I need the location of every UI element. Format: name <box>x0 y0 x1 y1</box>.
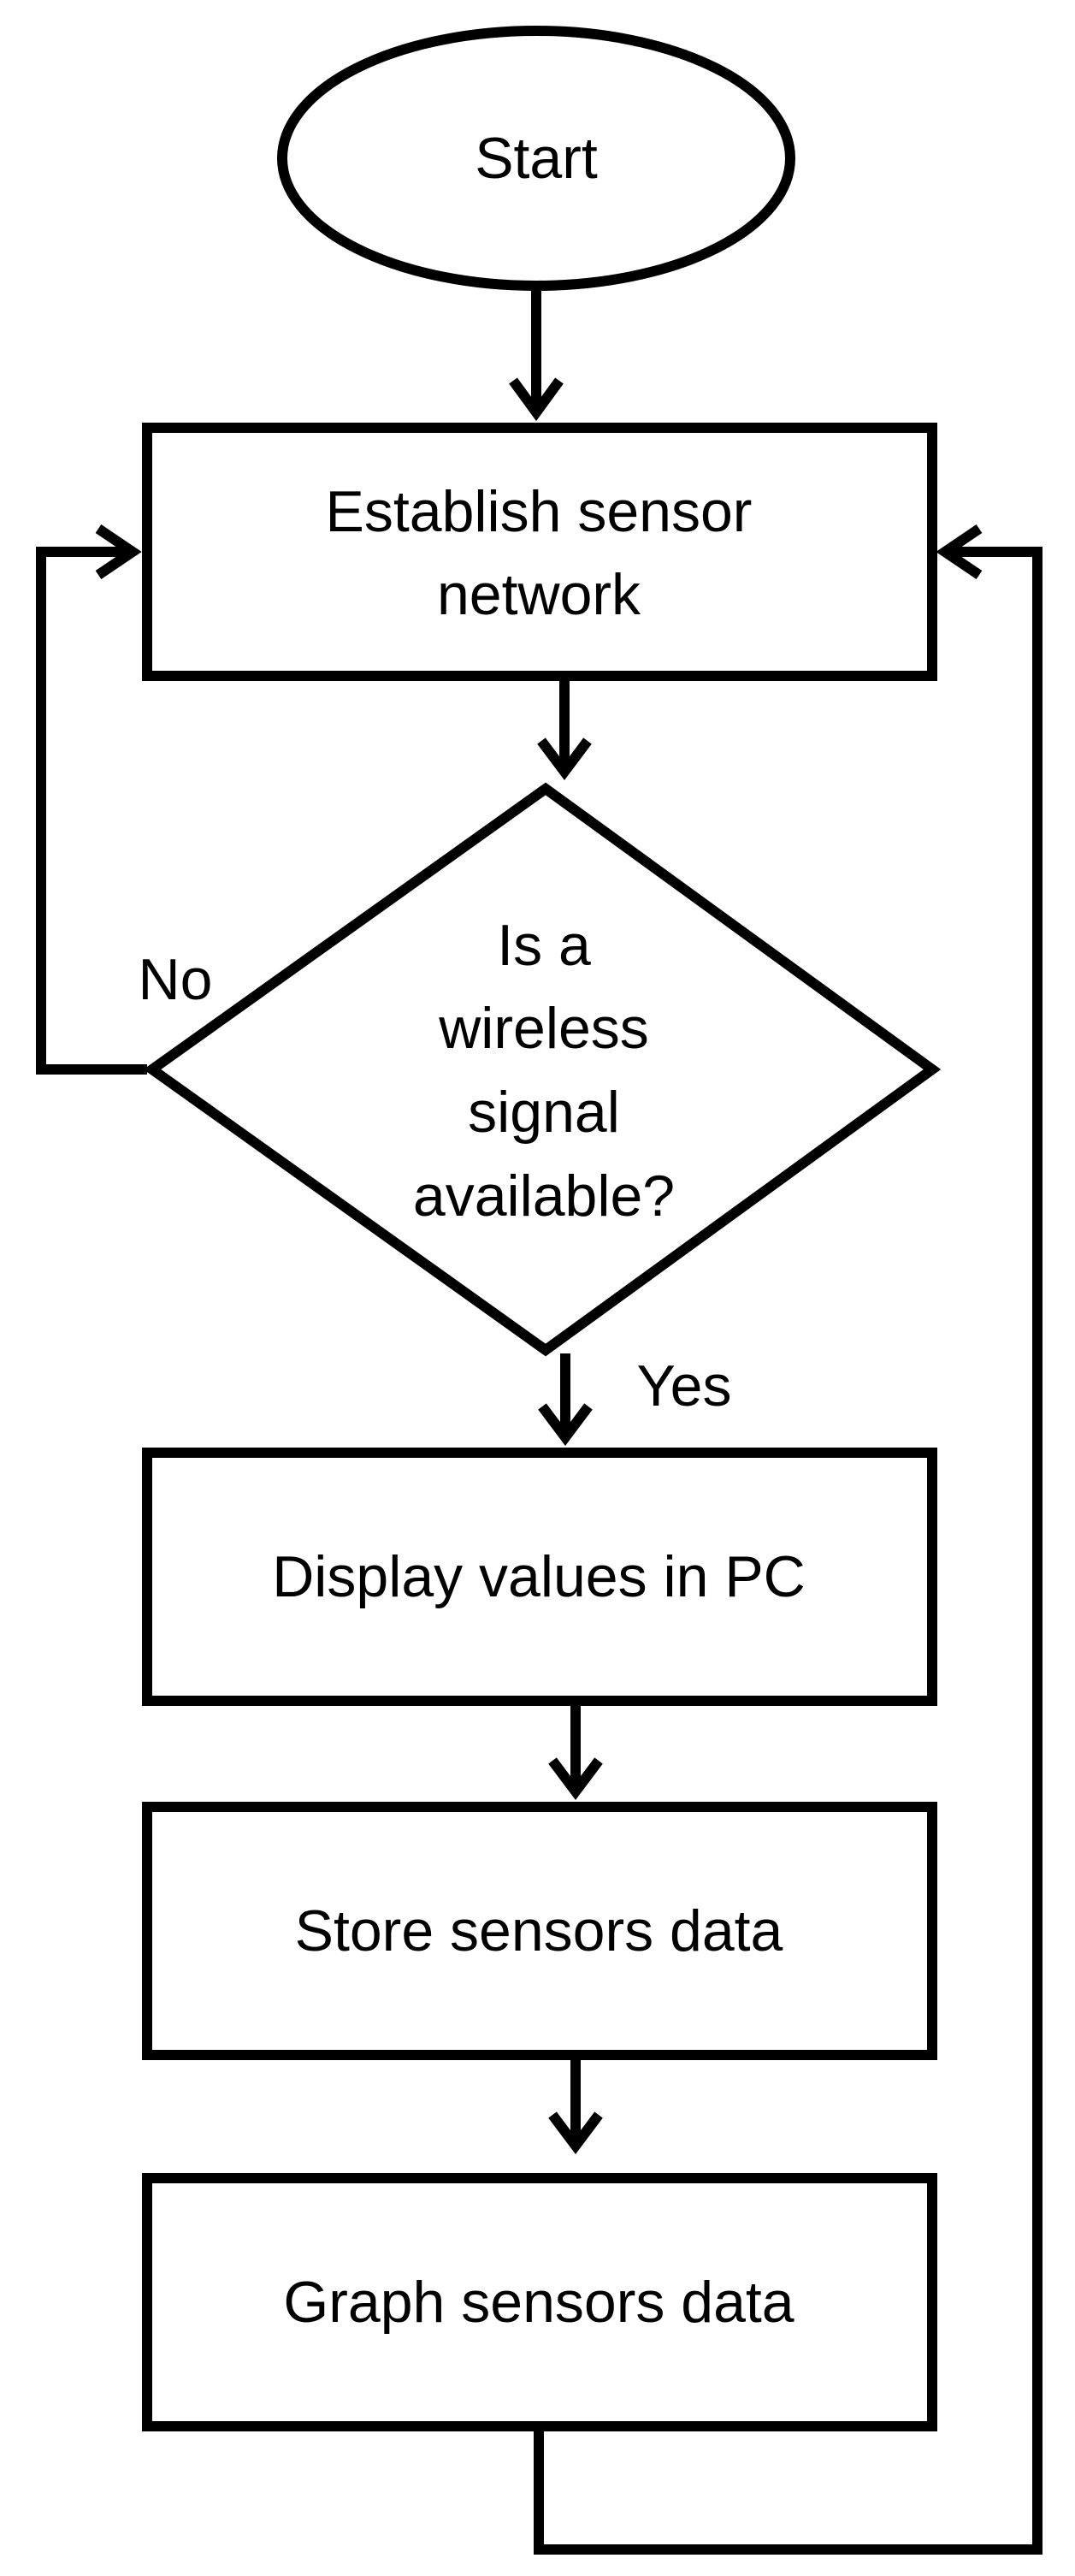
loop-back-arrow-head <box>936 524 983 579</box>
store-data-box <box>142 1802 937 2060</box>
establish-label-line1: Establish sensor <box>326 479 753 544</box>
no-branch-connector <box>36 547 147 1075</box>
display-values-label: Display values in PC <box>272 1544 806 1609</box>
store-data-label: Store sensors data <box>295 1898 783 1963</box>
start-terminator <box>277 26 795 291</box>
establish-label-line2: network <box>437 562 641 627</box>
arrow-establish-to-decision-head <box>537 737 592 780</box>
display-values-box <box>142 1448 937 1706</box>
graph-data-label: Graph sensors data <box>283 2270 794 2335</box>
decision-label-line2: wireless <box>438 996 649 1061</box>
start-label: Start <box>475 126 598 191</box>
no-label: No <box>139 947 213 1012</box>
arrow-yes-head <box>538 1403 593 1446</box>
arrow-start-to-establish-head <box>509 377 564 422</box>
decision-diamond <box>143 782 942 1357</box>
arrow-store-to-graph-head <box>548 2111 603 2154</box>
establish-network-box <box>142 423 937 681</box>
yes-label: Yes <box>637 1353 732 1418</box>
decision-label-line4: available? <box>413 1164 675 1229</box>
decision-label-line1: Is a <box>497 913 591 978</box>
decision-label-line3: signal <box>468 1080 620 1145</box>
loop-back-connector <box>534 547 1043 2555</box>
arrow-display-to-store-head <box>548 1757 603 1800</box>
graph-data-box <box>142 2173 937 2431</box>
no-branch-arrow-head <box>95 524 142 579</box>
